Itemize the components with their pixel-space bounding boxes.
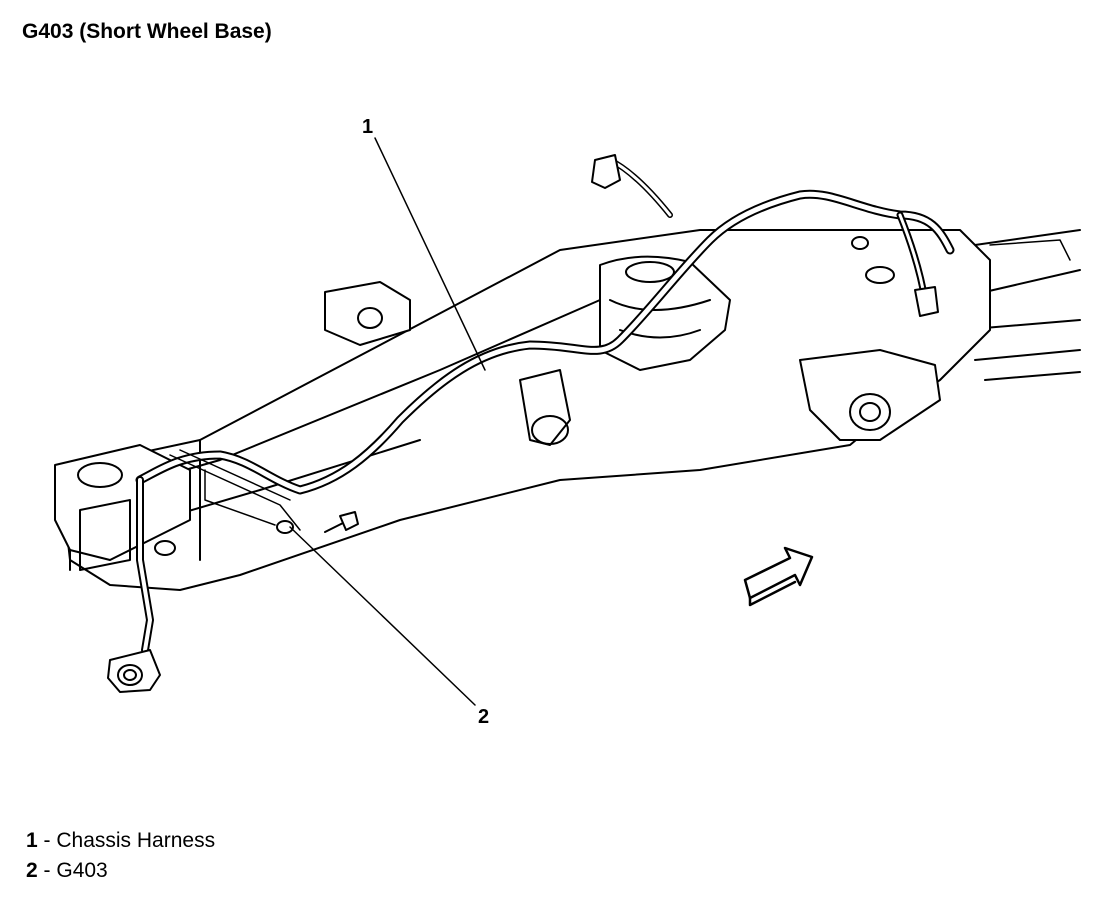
legend-item: 1 - Chassis Harness (26, 826, 215, 856)
legend-separator: - (37, 829, 57, 852)
ground-bolt (276, 511, 359, 534)
connector-front (107, 649, 161, 693)
callout-1: 1 (362, 116, 374, 138)
rear-mount (799, 236, 941, 441)
legend-item: 2 - G403 (26, 856, 215, 886)
callout-2: 2 (478, 706, 490, 728)
legend-number: 2 (26, 859, 38, 882)
chassis-harness (135, 157, 955, 654)
connector-top (591, 154, 621, 189)
leader-line-1 (374, 137, 486, 371)
body-mount-bracket (324, 281, 411, 346)
legend-label: Chassis Harness (56, 829, 216, 852)
rear-frame-rail (939, 229, 1081, 381)
legend-number: 1 (26, 829, 38, 852)
legend-label: G403 (56, 859, 108, 882)
diagram-title: G403 (Short Wheel Base) (22, 20, 272, 43)
spring-tower (599, 255, 731, 371)
legend: 1 - Chassis Harness 2 - G403 (26, 826, 215, 886)
front-direction-arrow (743, 546, 814, 607)
leader-line-2 (289, 526, 476, 706)
connector-right (914, 286, 939, 317)
legend-separator: - (37, 859, 57, 882)
shock-absorber (519, 369, 571, 446)
